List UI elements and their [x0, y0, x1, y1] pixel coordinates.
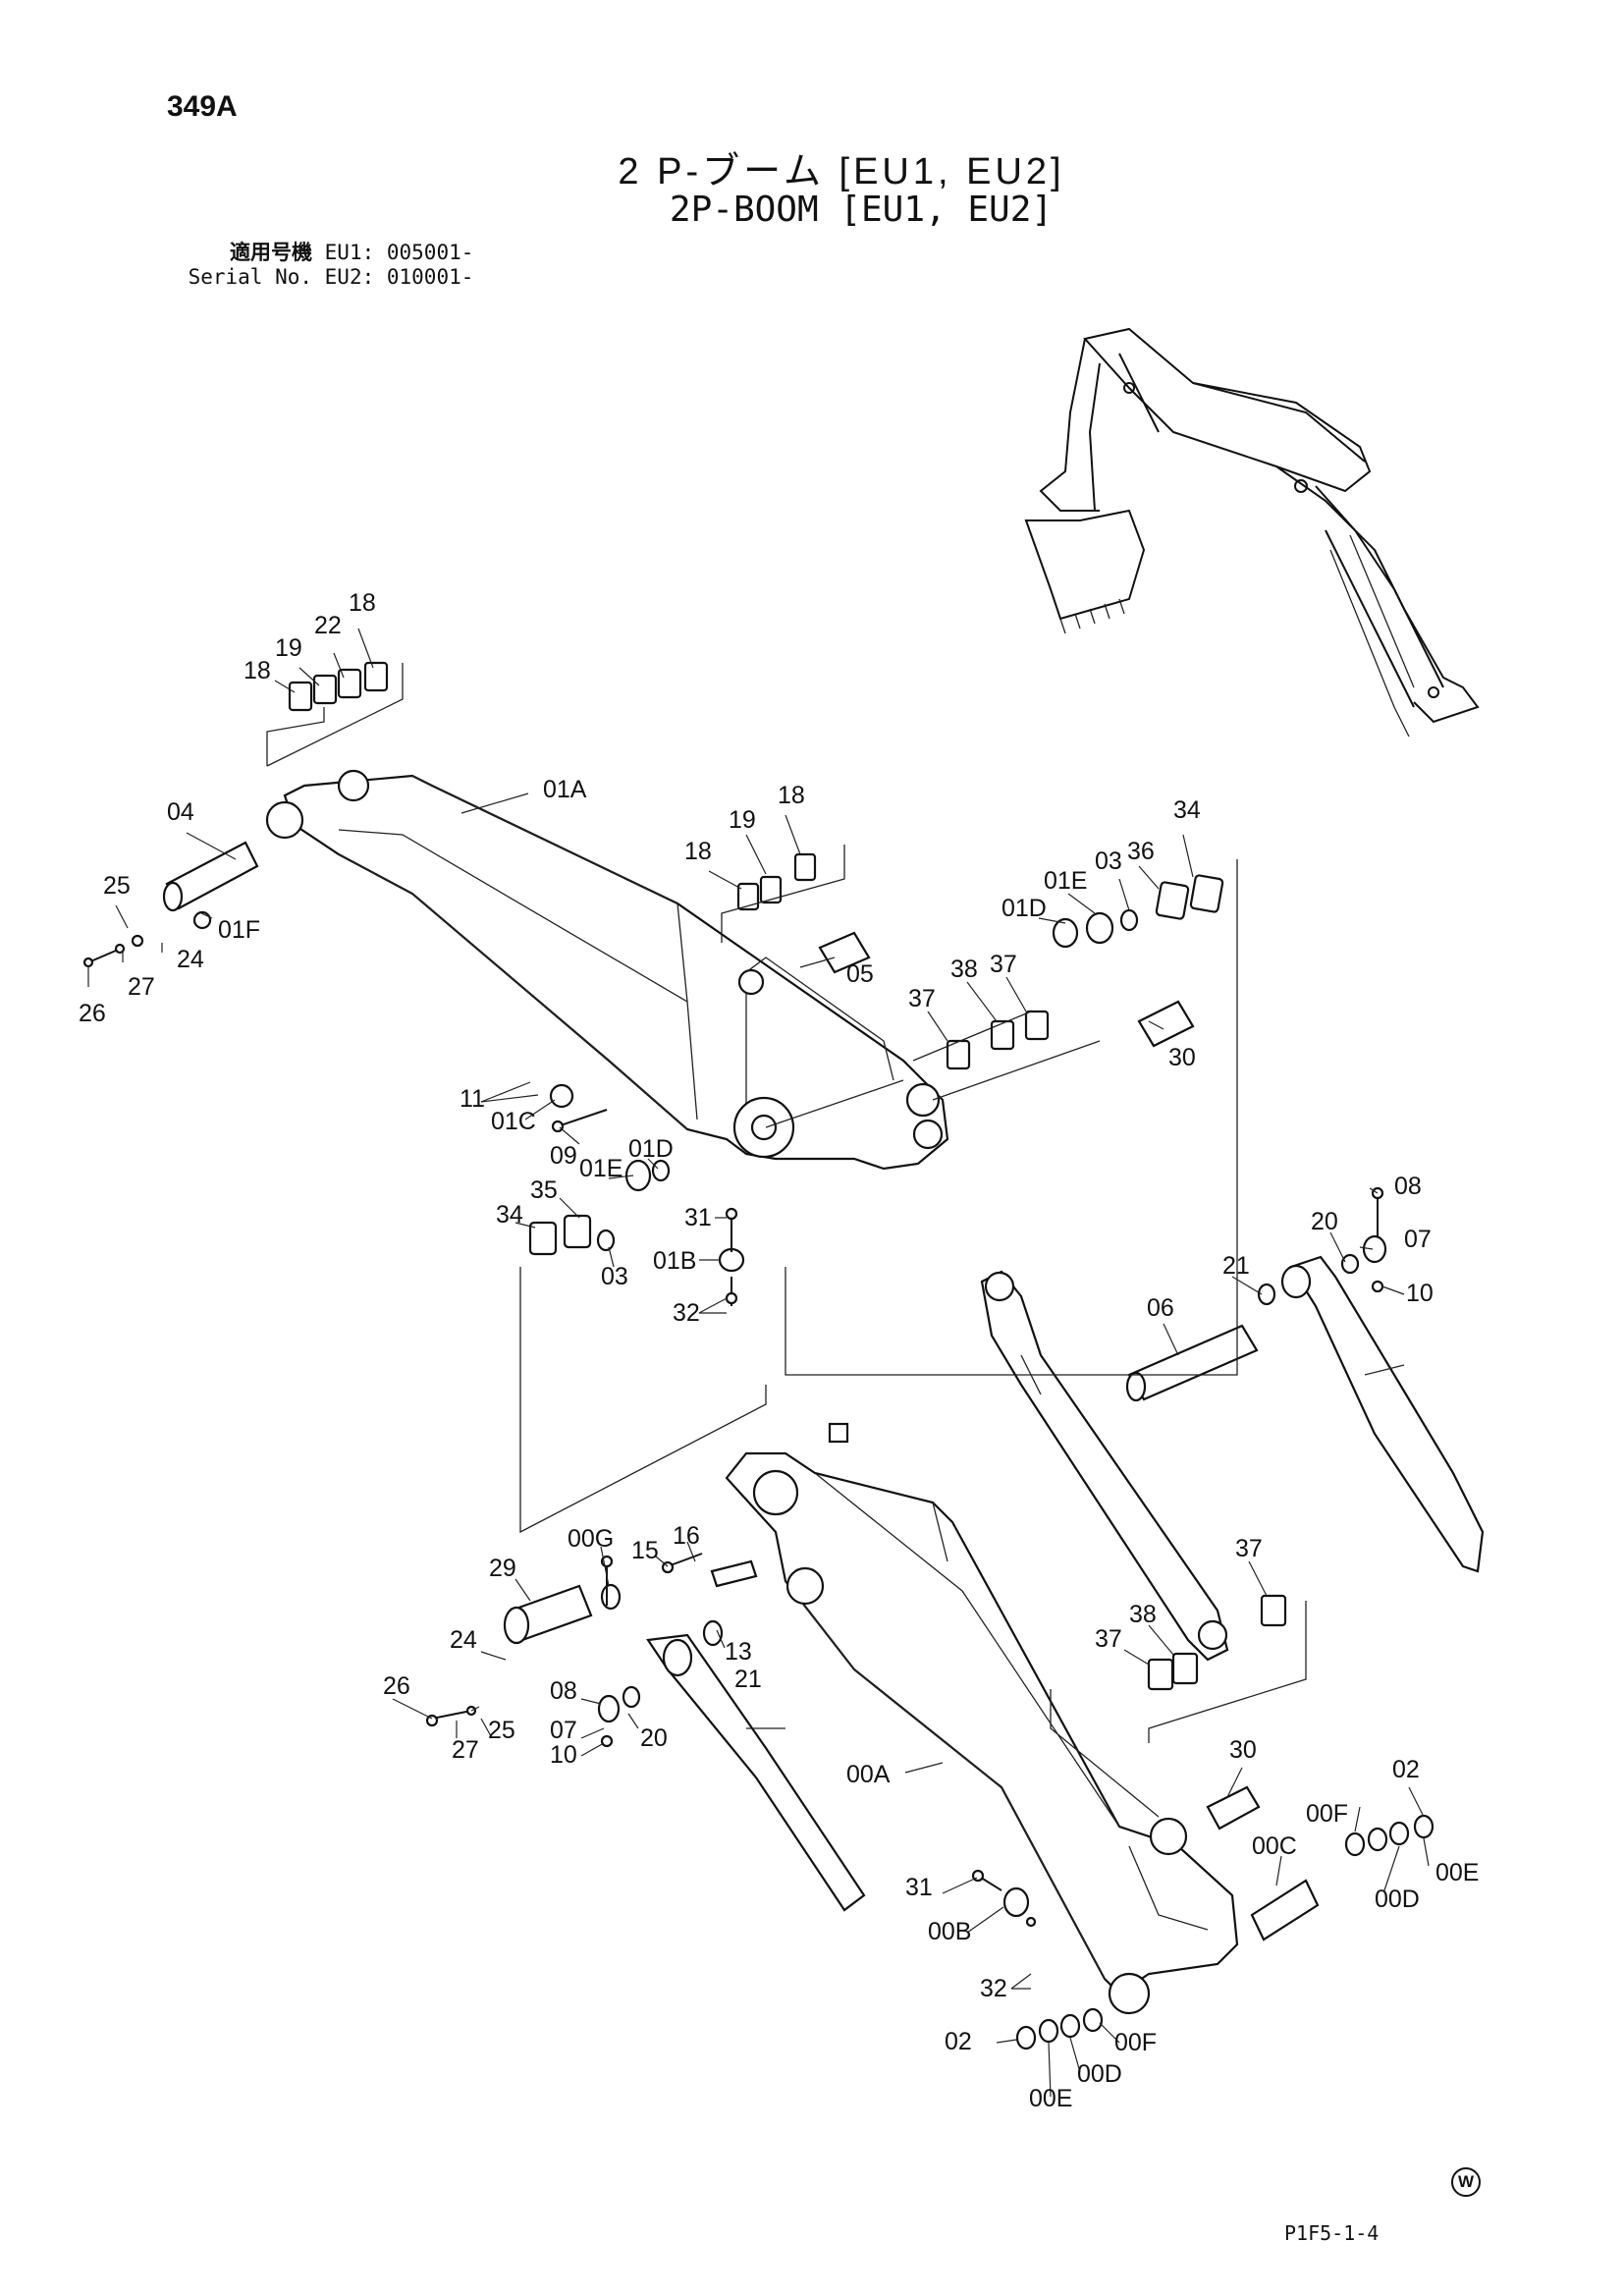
figure-code: P1F5-1-4 [1284, 2221, 1380, 2245]
callout-c60: 00A [846, 1761, 891, 1788]
callout-c20: 01D [1001, 895, 1047, 922]
watermark-symbol: W [1451, 2167, 1481, 2197]
callout-c17: 34 [1173, 796, 1201, 824]
callout-c31: 34 [496, 1201, 523, 1229]
callout-c49: 38 [1129, 1601, 1157, 1628]
callout-c9: 24 [177, 946, 204, 973]
callout-c63: 00C [1252, 1832, 1297, 1860]
callout-c42: 00G [568, 1525, 614, 1553]
callout-c27: 09 [550, 1142, 577, 1170]
title-japanese: 2 P-ブーム [EU1, EU2] [618, 151, 1065, 192]
callout-c59: 30 [1229, 1736, 1257, 1764]
callout-c23: 37 [990, 951, 1017, 978]
callout-c71: 00D [1077, 2060, 1122, 2088]
callout-c37: 20 [1311, 1208, 1338, 1235]
callout-c39: 21 [1222, 1252, 1250, 1280]
serial-eu1: EU1: 005001- [324, 241, 474, 264]
callout-c54: 25 [488, 1717, 515, 1744]
machine-overview-drawing [1024, 327, 1480, 738]
callout-c43: 29 [489, 1555, 516, 1582]
callout-c57: 20 [640, 1724, 668, 1752]
leader-lines [87, 628, 1430, 2098]
callout-c6: 01A [543, 776, 587, 803]
callout-c38: 07 [1404, 1226, 1432, 1253]
title-english: 2P-BOOM [EU1, EU2] [669, 190, 1054, 230]
callout-c30: 35 [530, 1176, 558, 1204]
callout-c70: 00F [1114, 2029, 1157, 2056]
callout-c11: 26 [79, 1000, 106, 1027]
callout-labels: 18 19 22 18 04 01A 25 01F 24 27 26 18 19… [79, 589, 1479, 2112]
callout-c52: 08 [550, 1677, 577, 1705]
callout-c8: 01F [218, 916, 260, 944]
bolts-and-nuts [82, 934, 1384, 1928]
callout-c61: 02 [1392, 1756, 1420, 1783]
callout-c2: 19 [275, 634, 302, 662]
callout-c40: 10 [1406, 1280, 1434, 1307]
reference-lines [266, 663, 1307, 1818]
serial-label-english: Serial No. [188, 265, 312, 289]
callout-c46: 37 [1235, 1535, 1263, 1562]
callout-c22: 38 [950, 956, 978, 983]
callout-c51: 26 [383, 1672, 410, 1700]
callout-c41: 06 [1147, 1294, 1174, 1322]
callout-c65: 00D [1375, 1886, 1420, 1913]
callout-c13: 19 [729, 806, 756, 834]
bushings-and-seals [192, 661, 1435, 2050]
callout-c72: 00E [1029, 2085, 1072, 2112]
callout-c47: 24 [450, 1626, 477, 1654]
callout-c34: 01B [653, 1247, 696, 1275]
callout-c32: 03 [601, 1263, 628, 1290]
callout-c25: 11 [460, 1085, 485, 1113]
callout-c36: 08 [1394, 1173, 1422, 1200]
callout-c69: 02 [945, 2028, 972, 2055]
callout-c18: 03 [1095, 847, 1122, 875]
callout-c48: 13 [725, 1638, 752, 1666]
callout-c33: 31 [684, 1204, 712, 1231]
callout-c35: 32 [673, 1299, 700, 1327]
callout-c24: 30 [1168, 1044, 1196, 1071]
callout-c14: 18 [778, 782, 805, 809]
page-number: 349A [167, 90, 238, 123]
callout-c4: 18 [349, 589, 376, 617]
arm-cylinder [646, 1255, 1485, 1912]
callout-c53: 21 [734, 1666, 762, 1693]
serial-number-block: 適用号機 EU1: 005001- Serial No. EU2: 010001… [165, 241, 474, 290]
callout-c62: 00F [1306, 1800, 1348, 1828]
callout-c16: 36 [1127, 838, 1155, 865]
callout-c45: 16 [673, 1522, 700, 1550]
callout-c50: 37 [1095, 1625, 1122, 1653]
callout-c66: 31 [905, 1874, 933, 1901]
callout-c1: 18 [244, 657, 271, 684]
callout-c7: 25 [103, 872, 131, 900]
callout-c26: 01C [491, 1108, 536, 1135]
callout-c19: 01E [1044, 867, 1087, 895]
upper-boom-01A [265, 769, 949, 1171]
lower-boom-00A [725, 1422, 1239, 2015]
callout-c64: 00E [1435, 1859, 1479, 1886]
callout-c58: 10 [550, 1741, 577, 1769]
serial-eu2: EU2: 010001- [324, 265, 474, 289]
callout-c15: 05 [846, 960, 874, 988]
callout-c12: 18 [684, 838, 712, 865]
callout-c68: 32 [980, 1975, 1007, 2002]
callout-c55: 27 [452, 1736, 479, 1764]
callout-c44: 15 [631, 1537, 659, 1564]
callout-c5: 04 [167, 798, 194, 826]
callout-c10: 27 [128, 973, 155, 1001]
callout-c28: 01D [628, 1135, 674, 1163]
callout-c29: 01E [579, 1155, 623, 1182]
callout-c67: 00B [928, 1918, 971, 1945]
serial-label-japanese: 適用号機 [230, 241, 312, 264]
callout-c3: 22 [314, 612, 342, 639]
callout-c21: 37 [908, 985, 936, 1012]
callout-c56: 07 [550, 1717, 577, 1744]
